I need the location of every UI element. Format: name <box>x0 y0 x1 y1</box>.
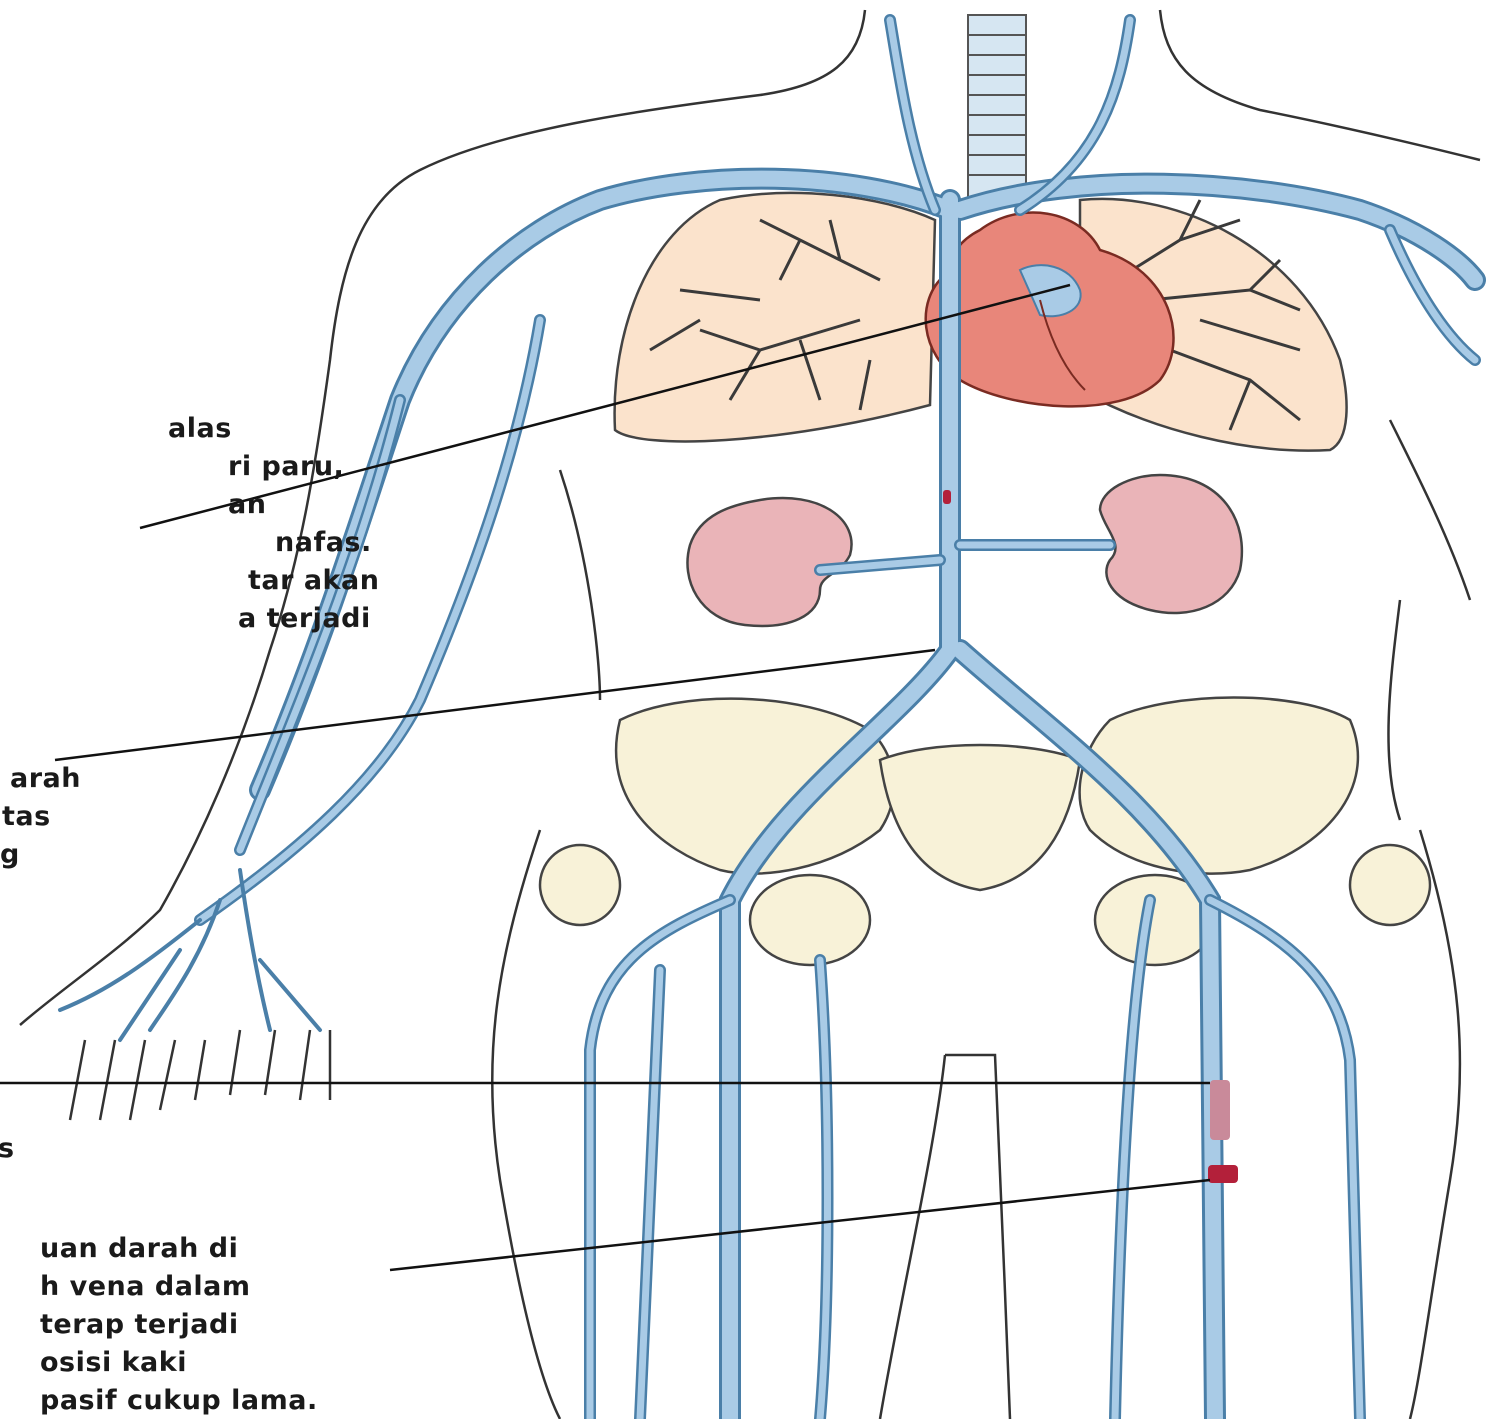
annotation-line: h vena dalam <box>40 1268 318 1306</box>
annotation-line: nafas. <box>275 524 379 562</box>
annotation-line: g <box>0 836 81 874</box>
annotation-line: pasif cukup lama. <box>40 1382 318 1420</box>
annotation-line: tar akan <box>248 562 379 600</box>
annotation-line: an <box>228 486 379 524</box>
annotation-iliac-vein: arah tas g <box>0 760 81 874</box>
annotation-line: arah <box>10 760 81 798</box>
annotation-femoral-vein: s <box>0 1130 15 1168</box>
annotation-line: s <box>0 1130 15 1168</box>
leader-line-leg <box>390 1180 1210 1270</box>
annotation-line: ri paru, <box>228 448 379 486</box>
annotation-line: a terjadi <box>238 600 379 638</box>
trachea <box>968 15 1026 205</box>
annotation-line: osisi kaki <box>40 1344 318 1382</box>
annotation-line: terap terjadi <box>40 1306 318 1344</box>
annotation-leg-thrombus: uan darah di h vena dalam terap terjadi … <box>0 1230 318 1420</box>
annotation-line: alas <box>168 410 379 448</box>
annotation-line: uan darah di <box>40 1230 318 1268</box>
annotation-pulmonary-embolism: alas ri paru, an nafas. tar akan a terja… <box>168 410 379 638</box>
annotation-line: tas <box>2 798 81 836</box>
